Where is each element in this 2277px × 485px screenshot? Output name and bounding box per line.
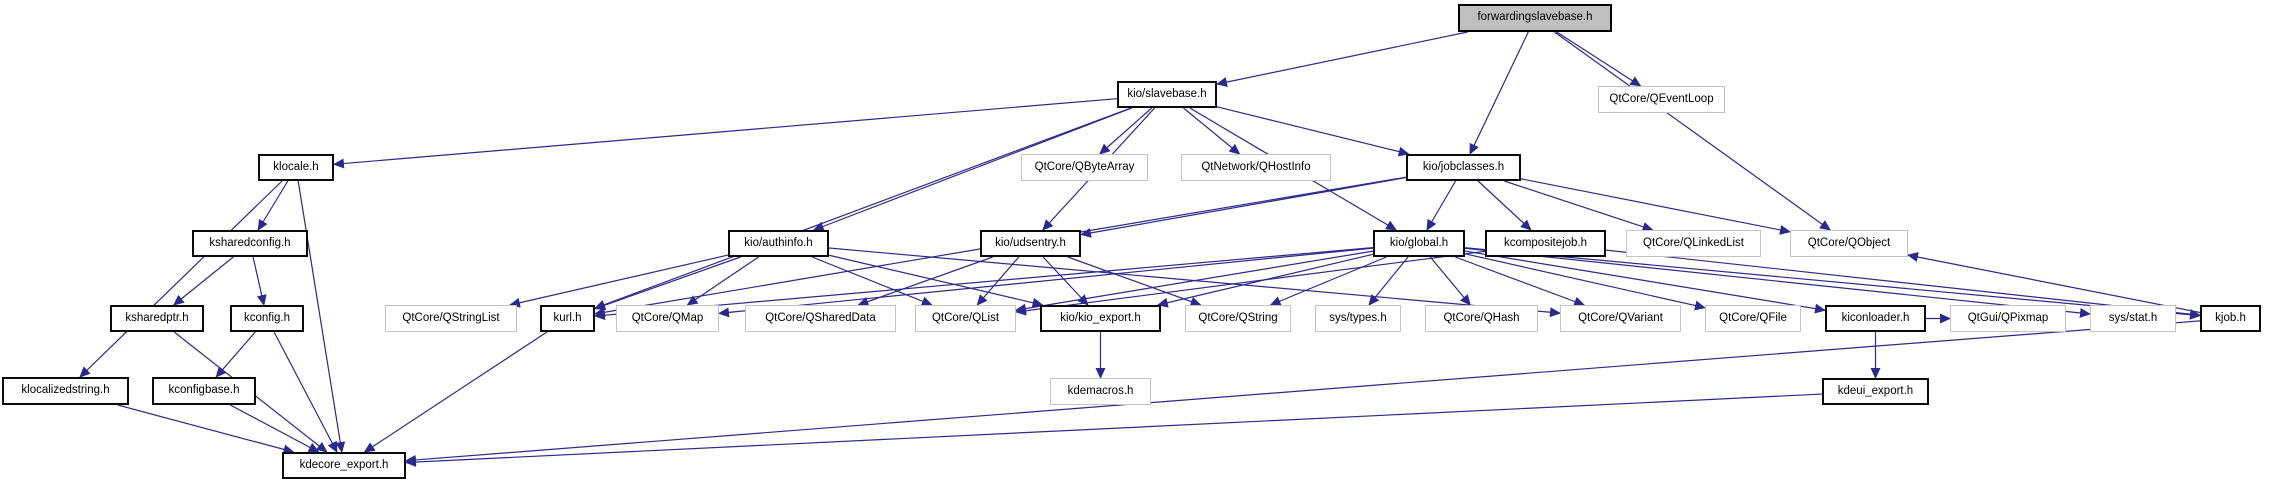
node-ksharedconfig[interactable]: ksharedconfig.h — [192, 230, 308, 257]
node-kdemacros: kdemacros.h — [1050, 378, 1151, 405]
node-kcompositejob[interactable]: kcompositejob.h — [1485, 230, 1606, 257]
node-qt-qpixmap: QtGui/QPixmap — [1950, 305, 2066, 332]
node-qt-qhostinfo: QtNetwork/QHostInfo — [1181, 154, 1331, 181]
node-klocale[interactable]: klocale.h — [258, 154, 334, 181]
node-kio-udsentry[interactable]: kio/udsentry.h — [980, 230, 1081, 257]
node-qt-qlinkedlist: QtCore/QLinkedList — [1626, 230, 1761, 257]
node-qt-qlist: QtCore/QList — [915, 305, 1016, 332]
node-kjob[interactable]: kjob.h — [2200, 305, 2261, 332]
node-kio-authinfo[interactable]: kio/authinfo.h — [728, 230, 829, 257]
node-kconfig[interactable]: kconfig.h — [230, 305, 304, 332]
node-kiconloader[interactable]: kiconloader.h — [1825, 305, 1926, 332]
node-kurl[interactable]: kurl.h — [540, 305, 595, 332]
node-qt-qstring: QtCore/QString — [1185, 305, 1291, 332]
node-kconfigbase[interactable]: kconfigbase.h — [152, 377, 256, 405]
node-qt-qshareddata: QtCore/QSharedData — [745, 305, 896, 332]
node-qt-qvariant: QtCore/QVariant — [1560, 305, 1681, 332]
node-qt-qmap: QtCore/QMap — [616, 305, 719, 332]
node-qt-qstringlist: QtCore/QStringList — [385, 305, 517, 332]
node-kdecore-export[interactable]: kdecore_export.h — [282, 452, 406, 479]
node-ksharedptr[interactable]: ksharedptr.h — [110, 305, 204, 332]
node-qt-qhash: QtCore/QHash — [1425, 305, 1538, 332]
node-kio-slavebase[interactable]: kio/slavebase.h — [1117, 81, 1217, 108]
node-sys-types: sys/types.h — [1315, 305, 1401, 332]
node-qt-qeventloop: QtCore/QEventLoop — [1598, 86, 1725, 113]
node-qt-qbytearray: QtCore/QByteArray — [1021, 154, 1148, 181]
node-forwardingslavebase[interactable]: forwardingslavebase.h — [1458, 4, 1612, 32]
node-kio-jobclasses[interactable]: kio/jobclasses.h — [1406, 154, 1521, 181]
node-kdeui-export[interactable]: kdeui_export.h — [1822, 378, 1929, 405]
node-kio-kio-export[interactable]: kio/kio_export.h — [1040, 305, 1161, 332]
node-klocalizedstring[interactable]: klocalizedstring.h — [2, 377, 129, 405]
node-sys-stat: sys/stat.h — [2090, 305, 2176, 332]
node-qt-qfile: QtCore/QFile — [1705, 305, 1801, 332]
node-kio-global[interactable]: kio/global.h — [1373, 230, 1465, 257]
node-qt-qobject: QtCore/QObject — [1790, 230, 1908, 257]
